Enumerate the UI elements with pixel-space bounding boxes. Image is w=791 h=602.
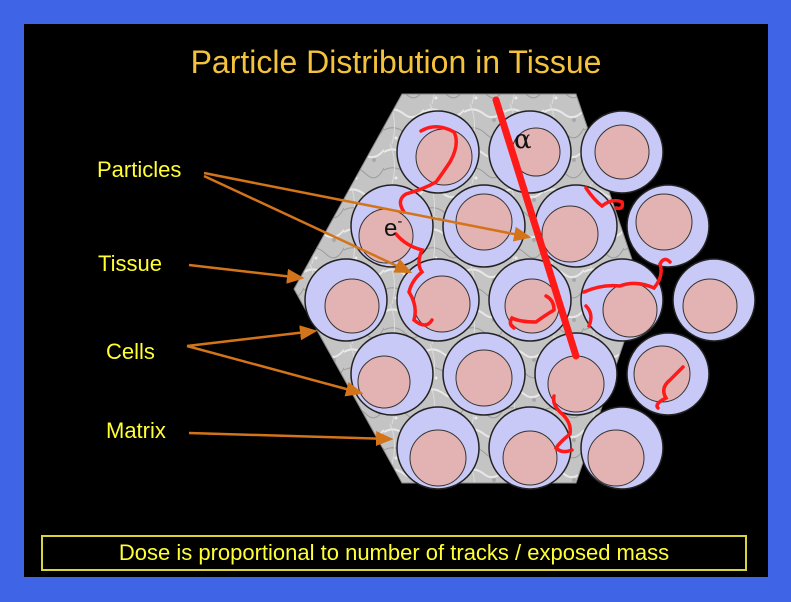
arrow-tissue bbox=[189, 265, 302, 278]
nucleus bbox=[683, 279, 737, 333]
nucleus bbox=[588, 430, 644, 486]
slide: Particle Distribution in Tissue bbox=[24, 24, 768, 577]
nucleus bbox=[636, 194, 692, 250]
nucleus bbox=[595, 125, 649, 179]
nucleus bbox=[548, 356, 604, 412]
tissue-diagram: α e- bbox=[24, 24, 768, 577]
caption-box: Dose is proportional to number of tracks… bbox=[41, 535, 747, 571]
arrow-matrix bbox=[189, 433, 391, 439]
nucleus bbox=[503, 431, 557, 485]
label-tissue: Tissue bbox=[98, 251, 162, 277]
nucleus bbox=[456, 350, 512, 406]
alpha-symbol: α bbox=[514, 125, 532, 155]
nucleus bbox=[634, 346, 690, 402]
nucleus bbox=[358, 356, 410, 408]
nucleus bbox=[603, 283, 657, 337]
nucleus bbox=[325, 279, 379, 333]
label-particles: Particles bbox=[97, 157, 181, 183]
nucleus bbox=[456, 194, 512, 250]
label-cells: Cells bbox=[106, 339, 155, 365]
label-matrix: Matrix bbox=[106, 418, 166, 444]
nucleus bbox=[410, 430, 466, 486]
nucleus bbox=[542, 206, 598, 262]
nucleus bbox=[416, 129, 472, 185]
arrow-cells-upper bbox=[187, 331, 315, 346]
